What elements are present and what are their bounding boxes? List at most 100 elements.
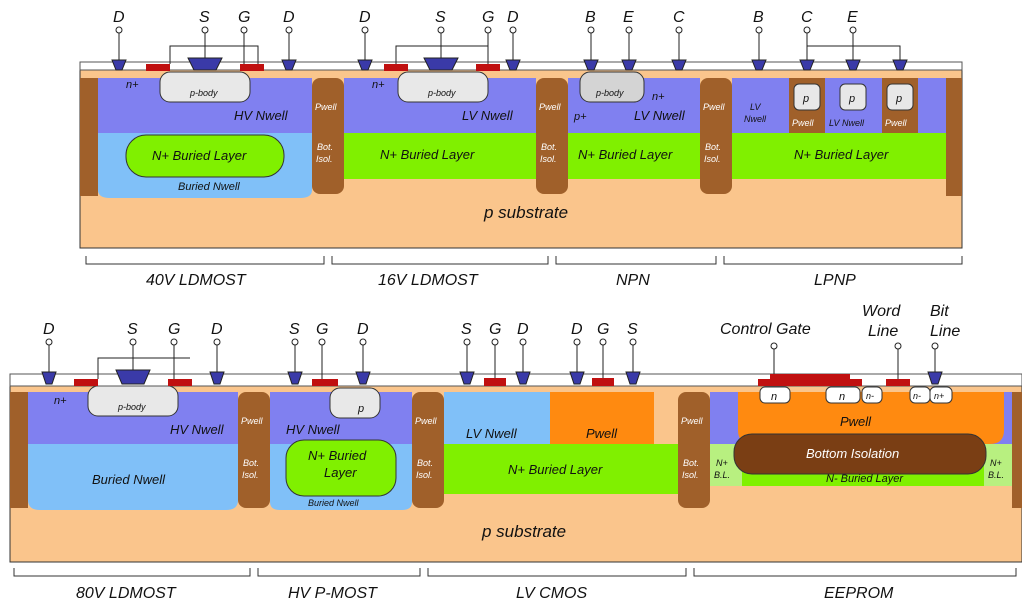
terminal-bit-line-1: Bit [930,303,949,320]
n-buried-layer-lpnp [732,133,946,179]
label-nbl-16v: N+ Buried Layer [380,147,475,162]
eeprom-control-gate-poly [770,374,850,379]
terminal-g-cmos-n: G [489,321,501,338]
label-n-eeprom-2: n [839,391,845,403]
terminal-d-16v-2: D [507,9,519,26]
label-lv-nwell-16v: LV Nwell [462,108,514,123]
isolation-column-3-bottom [678,392,710,508]
terminal-g-80v: G [168,321,180,338]
terminal-c-lpnp: C [801,9,813,26]
contact-80v-d1 [41,371,57,385]
label-nbl-npn: N+ Buried Layer [578,147,673,162]
contact-16v-d1 [357,59,373,71]
section-label-lpnp: LPNP [814,272,856,289]
label-bot-b1a: Bot. [243,458,259,468]
label-pwell-lpnp-2: Pwell [885,118,908,128]
terminal-g-cmos-p: G [597,321,609,338]
contact-40v-d1 [111,59,127,71]
section-label-40v-ldmost: 40V LDMOST [146,272,247,289]
label-n-plus-16v: n+ [372,79,385,91]
terminal-leads-top [115,26,901,64]
contact-16v-d2 [505,59,521,71]
label-nplus-bl-right-1: N+ [990,458,1002,468]
contact-lpnp-e [845,59,861,71]
terminal-word-line-1: Word [862,303,901,320]
p-body-40v [159,71,251,103]
terminal-control-gate: Control Gate [720,321,811,338]
label-bot-b3b: Isol. [682,470,699,480]
label-bot-b1b: Isol. [242,470,259,480]
gate-poly-80v-a [74,379,98,386]
label-p-lpnp-2: p [848,93,855,105]
isolation-column-2-top [536,78,568,194]
contact-pmost-s [287,371,303,385]
section-brackets-top [85,256,963,265]
edge-isolation-right-top [946,78,962,196]
gate-poly-40v-b [240,64,264,71]
label-n-minus-eeprom-2: n- [913,391,921,401]
contact-npn-e [621,59,637,71]
eeprom-n-1 [759,386,791,404]
label-lv-lpnp-2: Nwell [744,114,767,124]
isolation-column-1-bottom [238,392,270,508]
gate-poly-pmost [312,379,338,386]
label-bot-3b: Isol. [704,154,721,164]
terminal-g-pmost: G [316,321,328,338]
terminal-s-cmos-p: S [627,321,638,338]
terminal-bit-line-2: Line [930,323,960,340]
label-pwell-lpnp-1: Pwell [792,118,815,128]
contact-eeprom-bit [927,371,943,385]
label-bot-2a: Bot. [541,142,557,152]
terminal-d-pmost: D [357,321,369,338]
label-pwell-iso-1: Pwell [315,102,338,112]
label-p-body-40v: p-body [189,88,218,98]
contact-cmos-d1 [515,371,531,385]
contact-lpnp-b [751,59,767,71]
top-cross-section: D S G D D S G D B E C B C E n+ p-body HV… [79,9,963,249]
label-hv-nwell-40v: HV Nwell [234,108,289,123]
label-p-body-16v: p-body [427,88,456,98]
terminal-s-pmost: S [289,321,300,338]
label-nbl-pmost-1: N+ Buried [308,448,367,463]
gate-poly-cmos-n [484,378,506,386]
contact-40v-d2 [281,59,297,71]
contact-40v-s [187,57,223,71]
nplus-bl-right [984,444,1012,486]
label-nbl-40v: N+ Buried Layer [152,148,247,163]
label-lv-nwell-npn: LV Nwell [634,108,686,123]
p-body-16v [397,71,489,103]
eeprom-word-line-poly [886,379,910,386]
terminal-s-80v: S [127,321,138,338]
section-label-lv-cmos: LV CMOS [516,585,587,602]
label-lv-nwell-lpnp: LV Nwell [829,118,865,128]
label-pwell-eeprom: Pwell [840,414,872,429]
label-pwell-iso-b3: Pwell [681,416,704,426]
contact-cmos-s1 [459,371,475,385]
n-buried-layer-16v [344,133,536,179]
gate-poly-80v-b [168,379,192,386]
label-lv-lpnp-1: LV [750,102,762,112]
label-pwell-cmos: Pwell [586,426,618,441]
label-bot-b3a: Bot. [683,458,699,468]
contact-lpnp-c2 [892,59,908,71]
label-p-lpnp-3: p [895,93,902,105]
contact-lpnp-c [799,59,815,71]
n-buried-layer-cmos [444,444,678,494]
terminal-c-npn: C [673,9,685,26]
label-bot-1a: Bot. [317,142,333,152]
contacts-top [111,57,908,71]
bottom-isolation-layer [733,433,987,475]
label-nplus-bl-left-1: N+ [716,458,728,468]
terminal-s-cmos-n: S [461,321,472,338]
label-bot-b2a: Bot. [417,458,433,468]
label-n-plus-npn: n+ [652,91,665,103]
terminal-s-40v: S [199,9,210,26]
label-bot-2b: Isol. [540,154,557,164]
label-p-body-npn: p-body [595,88,624,98]
label-n-minus-eeprom-1: n- [866,391,874,401]
label-p-plus-npn: p+ [573,111,587,123]
terminal-d-80v-1: D [43,321,55,338]
label-bot-b2b: Isol. [416,470,433,480]
p-diffusion-pmost [329,387,381,419]
